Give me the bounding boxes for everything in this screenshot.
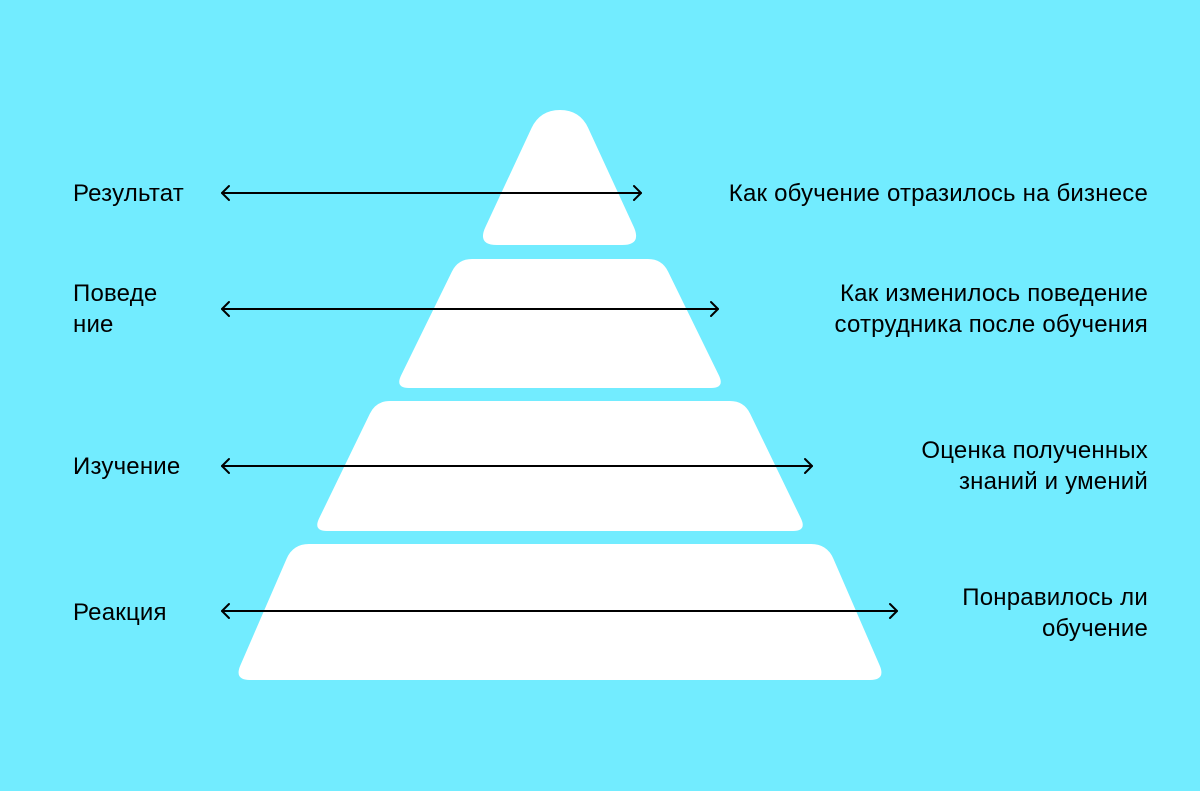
level-1-right-label: Как обучение отразилось на бизнесе — [728, 180, 1148, 207]
level-4-left-label: Реакция — [73, 599, 167, 626]
level-4-arrow — [221, 603, 898, 619]
level-2-arrow — [221, 301, 719, 317]
level-1-left-label: Результат — [73, 180, 184, 207]
level-3-arrow — [221, 458, 813, 474]
level-3-right-label: Оценка полученных знаний и умений — [921, 437, 1148, 495]
level-4-right-label: Понравилось ли обучение — [962, 584, 1148, 642]
pyramid-tier-1 — [482, 110, 637, 245]
pyramid-tier-2 — [399, 259, 721, 388]
level-1-arrow — [221, 185, 642, 201]
level-2-right-label: Как изменилось поведение сотрудника посл… — [834, 280, 1148, 338]
level-2-left-label: Поведе ние — [73, 280, 158, 338]
level-3-left-label: Изучение — [73, 453, 181, 480]
